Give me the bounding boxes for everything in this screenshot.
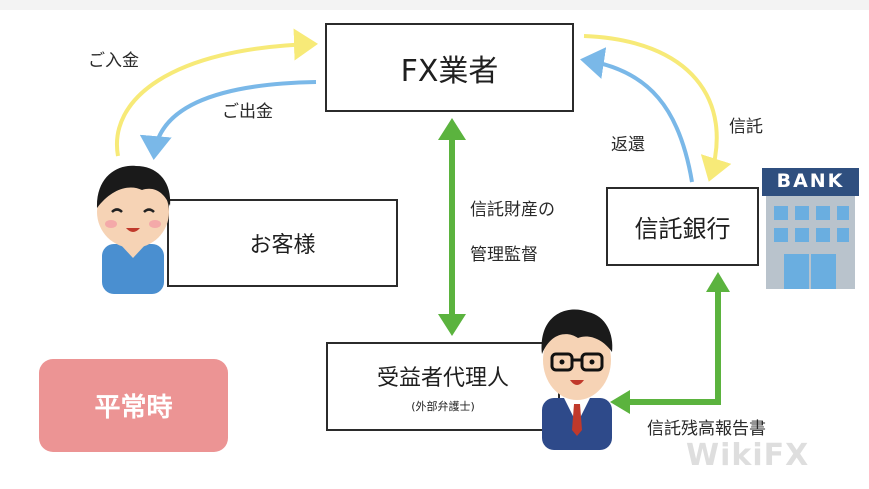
withdrawal-arrow [139, 80, 317, 160]
fx-dealer-label: FX業者 [400, 53, 499, 89]
bank-sign-label: BANK [776, 170, 845, 192]
withdrawal-label: ご出金 [222, 102, 273, 122]
lawyer-illustration [541, 309, 613, 450]
bank-building-graphic [762, 168, 859, 289]
trust-bank-label: 信託銀行 [634, 215, 731, 243]
customer-box: お客様 [167, 199, 398, 287]
beneficiary-agent-sublabel: (外部弁護士) [411, 399, 475, 413]
deposit-arrow [114, 28, 318, 157]
bank-building-icon: BANK [762, 168, 859, 289]
normal-time-badge: 平常時 [39, 359, 228, 452]
top-border [0, 0, 869, 10]
balance-report-arrow [610, 272, 730, 414]
trust-property-label-2: 管理監督 [470, 245, 538, 265]
watermark: WikiFX [686, 438, 810, 473]
fx-dealer-box: FX業者 [325, 23, 574, 112]
return-arrow [580, 47, 694, 183]
trust-bank-box: 信託銀行 [606, 187, 759, 266]
return-label: 返還 [611, 135, 645, 155]
trust-arrow [583, 34, 732, 182]
beneficiary-agent-box: 受益者代理人 (外部弁護士) [326, 342, 560, 431]
deposit-label: ご入金 [88, 51, 139, 71]
beneficiary-agent-label: 受益者代理人 [376, 365, 509, 391]
balance-report-label: 信託残高報告書 [647, 419, 766, 439]
supervision-arrow [438, 118, 466, 336]
customer-label: お客様 [249, 233, 316, 258]
trust-property-label-1: 信託財産の [470, 200, 555, 220]
man-illustration [96, 165, 171, 294]
badge-label: 平常時 [94, 393, 173, 423]
trust-label: 信託 [729, 117, 763, 137]
